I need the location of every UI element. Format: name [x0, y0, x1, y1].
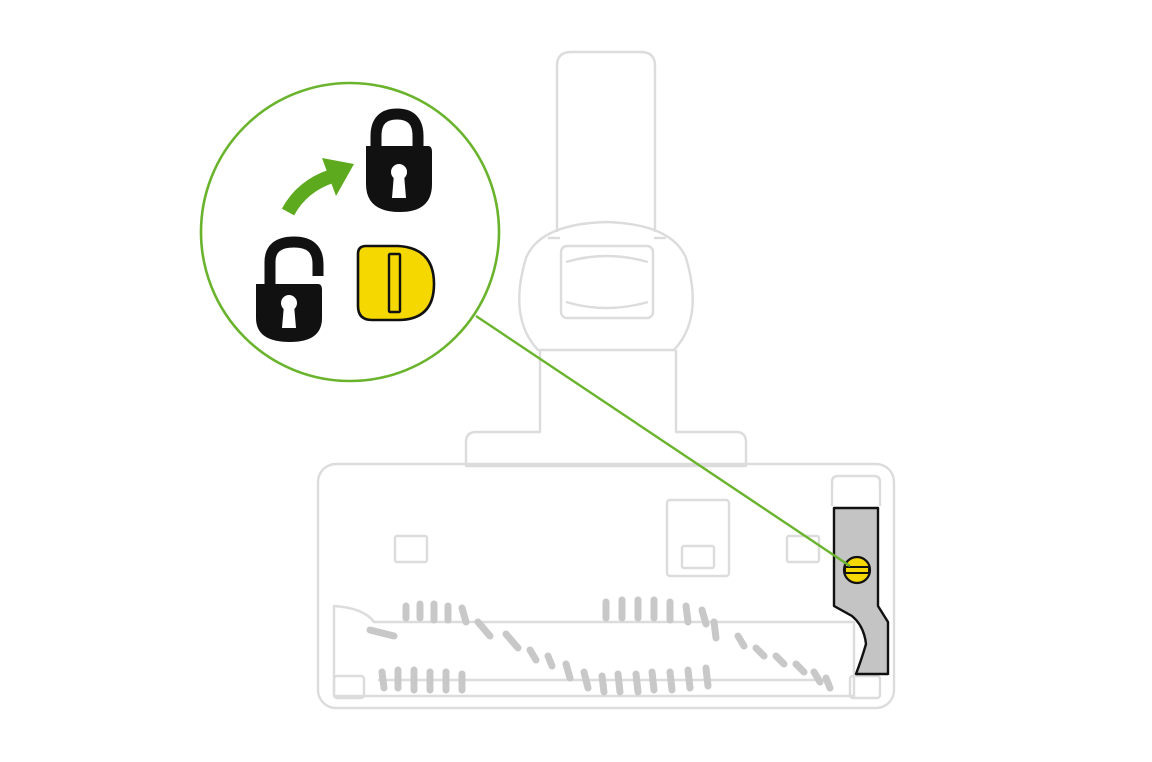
latch-panel-notch — [833, 605, 853, 617]
center-housing-tab — [680, 544, 716, 570]
brush-channel — [332, 604, 856, 698]
side-latch — [832, 506, 890, 676]
head-window-right — [785, 534, 821, 564]
callout-leader-line — [475, 315, 851, 567]
rotate-arrow-icon — [281, 158, 354, 216]
head-window-left — [393, 534, 429, 564]
floor-tool — [316, 50, 896, 710]
latch-panel — [832, 506, 890, 676]
padlock-locked-icon — [366, 108, 432, 212]
head-body — [316, 462, 896, 710]
lock-knob[interactable] — [842, 555, 872, 585]
padlock-unlocked-icon — [256, 236, 324, 342]
stem — [464, 350, 748, 468]
callout-circle — [199, 81, 501, 383]
swivel-inner-bottom — [565, 300, 649, 310]
callout — [199, 81, 501, 383]
foot-left — [332, 674, 366, 700]
center-housing — [665, 498, 731, 578]
swivel-joint — [518, 220, 694, 352]
brush-bristles — [366, 596, 834, 696]
side-clip-outline — [830, 474, 882, 506]
foot-right — [848, 674, 882, 700]
swivel-inner-top — [565, 254, 649, 264]
lock-knob-icon — [356, 244, 436, 322]
swivel-inner — [559, 244, 655, 320]
lock-knob-slot — [844, 566, 870, 574]
neck-tube — [555, 50, 657, 232]
